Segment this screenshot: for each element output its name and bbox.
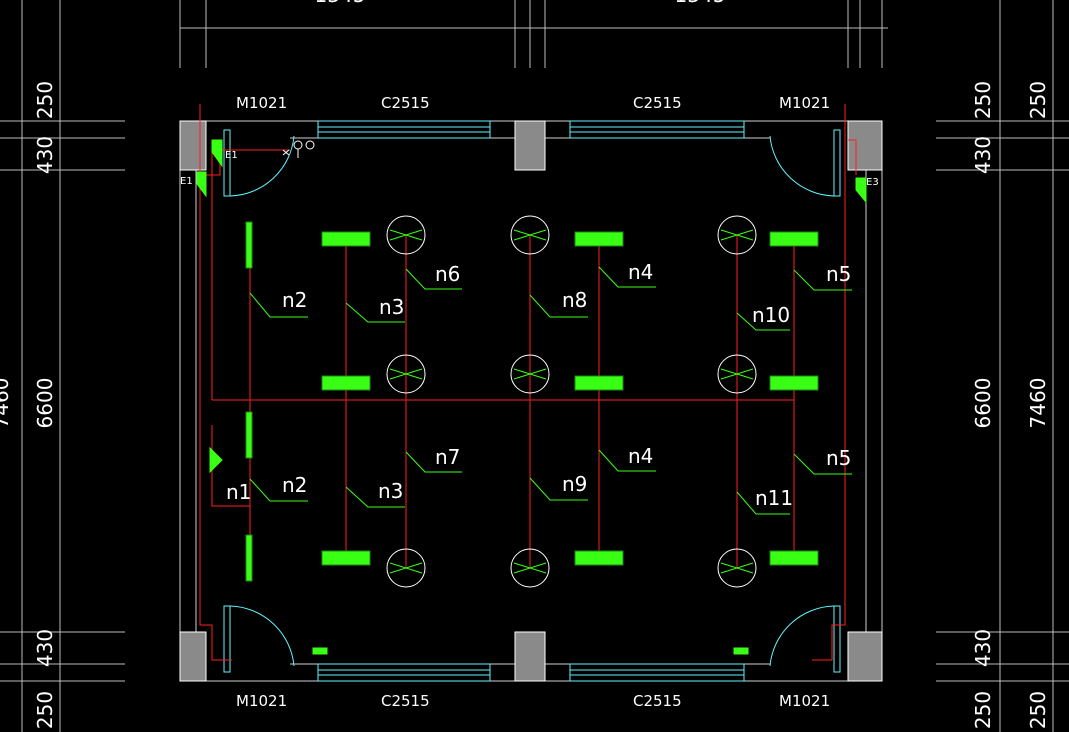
window-bottom-left bbox=[317, 663, 491, 682]
panel-e1-left bbox=[196, 171, 207, 198]
light-2 bbox=[574, 231, 624, 247]
circuit-label-n5-lower: n5 bbox=[826, 446, 851, 470]
label-door-br: M1021 bbox=[779, 692, 830, 710]
circuit-label-n5-upper: n5 bbox=[826, 262, 851, 286]
label-e1-b: E1 bbox=[180, 176, 193, 187]
wall-columns bbox=[179, 120, 883, 682]
fan-2 bbox=[510, 215, 550, 255]
switches-top bbox=[282, 140, 315, 158]
door-top-right bbox=[769, 129, 841, 197]
circuit-label-n7: n7 bbox=[435, 445, 460, 469]
panel-e3 bbox=[855, 177, 867, 204]
label-door-tr: M1021 bbox=[779, 94, 830, 112]
label-e1-a: E1 bbox=[225, 150, 238, 161]
wall-light-3 bbox=[245, 534, 253, 582]
circuit-label-n11: n11 bbox=[755, 486, 793, 510]
window-top-left bbox=[317, 120, 491, 139]
column-tm bbox=[514, 120, 546, 171]
fan-5 bbox=[510, 354, 550, 394]
circuit-label-n4-lower: n4 bbox=[628, 444, 653, 468]
circuit-label-n3-lower: n3 bbox=[378, 479, 403, 503]
light-7 bbox=[321, 550, 371, 566]
window-bottom-right bbox=[569, 663, 745, 682]
column-tr bbox=[847, 120, 883, 171]
dim-left-250-top: 250 bbox=[33, 81, 57, 119]
dim-left-430-bottom: 430 bbox=[33, 629, 57, 667]
circuit-label-n9: n9 bbox=[562, 472, 587, 496]
doors bbox=[223, 129, 841, 673]
label-door-bl: M1021 bbox=[236, 692, 287, 710]
circuit-leaders bbox=[249, 266, 852, 515]
circuit-label-n10: n10 bbox=[752, 303, 790, 327]
fan-1 bbox=[386, 215, 426, 255]
dim-right-250-bottom-outer: 250 bbox=[1026, 691, 1050, 729]
door-bottom-left bbox=[223, 605, 295, 673]
wall-light-2 bbox=[245, 411, 253, 459]
light-1 bbox=[321, 231, 371, 247]
ceiling-fans bbox=[386, 215, 757, 588]
opening-labels: M1021 C2515 C2515 M1021 M1021 C2515 C251… bbox=[236, 94, 830, 710]
fan-3 bbox=[717, 215, 757, 255]
column-tl bbox=[179, 120, 207, 171]
circuit-label-n2-upper: n2 bbox=[282, 288, 307, 312]
light-8 bbox=[574, 550, 624, 566]
circuit-label-n4-upper: n4 bbox=[628, 260, 653, 284]
window-top-right bbox=[569, 120, 745, 139]
door-bottom-right bbox=[769, 605, 841, 673]
dim-right-total: 7460 bbox=[1026, 378, 1050, 429]
circuit-labels: n1 n2 n2 n3 n3 n6 n7 n8 n9 n4 n4 n10 n11… bbox=[226, 260, 851, 510]
socket-bottom-right bbox=[733, 647, 749, 655]
dim-left-total: 7460 bbox=[0, 378, 13, 429]
column-bm bbox=[514, 631, 546, 682]
socket-bottom-left bbox=[312, 647, 328, 655]
dim-right-250-top-outer: 250 bbox=[1026, 81, 1050, 119]
circuit-label-n6: n6 bbox=[435, 262, 460, 286]
dim-right-250-top: 250 bbox=[971, 81, 995, 119]
panel-labels: E1 E1 E3 bbox=[180, 150, 879, 188]
fan-4 bbox=[386, 354, 426, 394]
wall-light-1 bbox=[245, 221, 253, 269]
label-e3: E3 bbox=[866, 177, 879, 188]
light-9 bbox=[769, 550, 819, 566]
circuit-label-n1: n1 bbox=[226, 480, 251, 504]
dim-left-6600: 6600 bbox=[33, 378, 57, 429]
light-4 bbox=[321, 375, 371, 391]
dim-top-left: 1345 bbox=[315, 0, 366, 7]
door-top-left bbox=[223, 129, 295, 197]
circuit-label-n8: n8 bbox=[562, 288, 587, 312]
wiring bbox=[199, 104, 857, 661]
dim-right-250-bottom: 250 bbox=[971, 691, 995, 729]
walls bbox=[179, 120, 883, 682]
panels bbox=[196, 139, 867, 655]
fan-8 bbox=[510, 548, 550, 588]
circuit-label-n3-upper: n3 bbox=[379, 295, 404, 319]
fan-7 bbox=[386, 548, 426, 588]
label-window-bl: C2515 bbox=[381, 692, 430, 710]
light-5 bbox=[574, 375, 624, 391]
dim-left-250-bottom: 250 bbox=[33, 691, 57, 729]
fan-9 bbox=[717, 548, 757, 588]
column-br bbox=[847, 631, 883, 682]
fan-6 bbox=[717, 354, 757, 394]
panel-e1-top bbox=[211, 139, 223, 168]
dim-right-430-top: 430 bbox=[971, 136, 995, 174]
dimension-texts: 1345 1345 250 430 6600 430 250 7460 250 … bbox=[0, 0, 1050, 729]
light-fixtures bbox=[245, 221, 819, 582]
circuit-label-n2-lower: n2 bbox=[282, 473, 307, 497]
dim-top-right: 1345 bbox=[675, 0, 726, 7]
light-6 bbox=[769, 375, 819, 391]
switch-n1 bbox=[209, 446, 223, 474]
dim-right-430-bottom: 430 bbox=[971, 629, 995, 667]
dim-left-430-top: 430 bbox=[33, 136, 57, 174]
label-window-tr: C2515 bbox=[633, 94, 682, 112]
light-3 bbox=[769, 231, 819, 247]
column-bl bbox=[179, 631, 207, 682]
label-window-tl: C2515 bbox=[381, 94, 430, 112]
windows bbox=[317, 120, 745, 682]
dim-right-6600: 6600 bbox=[971, 378, 995, 429]
label-window-br: C2515 bbox=[633, 692, 682, 710]
label-door-tl: M1021 bbox=[236, 94, 287, 112]
